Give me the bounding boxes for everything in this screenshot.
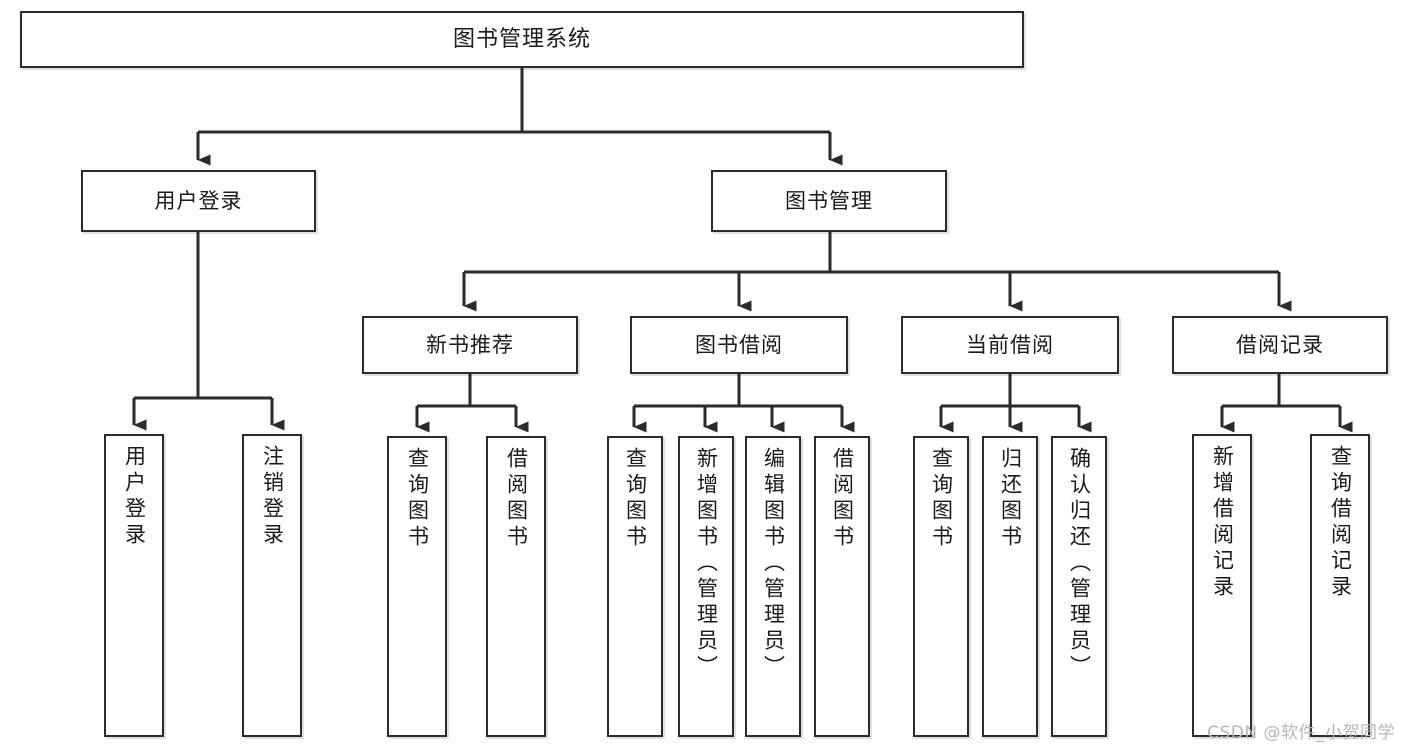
node-label: 归还图书 <box>998 447 1023 551</box>
node-label: 查询图书 <box>623 447 648 551</box>
leaf-borrow-edit-book-admin[interactable]: 编辑图书（管理员） <box>745 436 801 737</box>
node-label: 查询借阅记录 <box>1328 445 1353 601</box>
leaf-borrow-add-book-admin[interactable]: 新增图书（管理员） <box>678 436 734 737</box>
leaf-current-return-book[interactable]: 归还图书 <box>982 436 1038 737</box>
node-label: 编辑图书（管理员） <box>761 447 786 681</box>
node-label: 查询图书 <box>405 447 430 551</box>
leaf-current-query-book[interactable]: 查询图书 <box>913 436 969 737</box>
node-label: 新增借阅记录 <box>1210 445 1235 601</box>
node-label: 用户登录 <box>122 445 147 549</box>
node-label: 图书管理 <box>785 188 873 213</box>
node-new-book-recommend[interactable]: 新书推荐 <box>362 316 578 374</box>
node-label: 确认归还（管理员） <box>1067 447 1092 681</box>
node-label: 新书推荐 <box>426 332 514 357</box>
node-user-login[interactable]: 用户登录 <box>81 170 316 232</box>
node-borrow-records[interactable]: 借阅记录 <box>1172 316 1388 374</box>
leaf-user-logout[interactable]: 注销登录 <box>242 434 302 737</box>
leaf-records-add-record[interactable]: 新增借阅记录 <box>1192 434 1252 737</box>
node-label: 借阅记录 <box>1236 332 1324 357</box>
node-label: 当前借阅 <box>966 332 1054 357</box>
node-label: 借阅图书 <box>504 447 529 551</box>
node-label: 图书借阅 <box>695 332 783 357</box>
node-book-borrow[interactable]: 图书借阅 <box>630 316 848 374</box>
leaf-newbook-borrow-book[interactable]: 借阅图书 <box>486 436 546 737</box>
node-current-borrow[interactable]: 当前借阅 <box>901 316 1119 374</box>
leaf-records-query-record[interactable]: 查询借阅记录 <box>1310 434 1370 737</box>
node-label: 查询图书 <box>929 447 954 551</box>
node-label: 图书管理系统 <box>452 26 591 52</box>
node-root-system[interactable]: 图书管理系统 <box>20 11 1024 68</box>
leaf-newbook-query-book[interactable]: 查询图书 <box>387 436 447 737</box>
leaf-current-confirm-return-admin[interactable]: 确认归还（管理员） <box>1051 436 1107 737</box>
node-book-management[interactable]: 图书管理 <box>711 170 947 232</box>
node-label: 用户登录 <box>154 188 243 213</box>
leaf-user-login[interactable]: 用户登录 <box>104 434 164 737</box>
node-label: 注销登录 <box>260 445 285 549</box>
csdn-watermark: CSDN @软件_小贺同学 <box>1207 723 1395 743</box>
leaf-borrow-borrow-book[interactable]: 借阅图书 <box>814 436 870 737</box>
node-label: 借阅图书 <box>830 447 855 551</box>
leaf-borrow-query-book[interactable]: 查询图书 <box>607 436 663 737</box>
node-label: 新增图书（管理员） <box>694 447 719 681</box>
